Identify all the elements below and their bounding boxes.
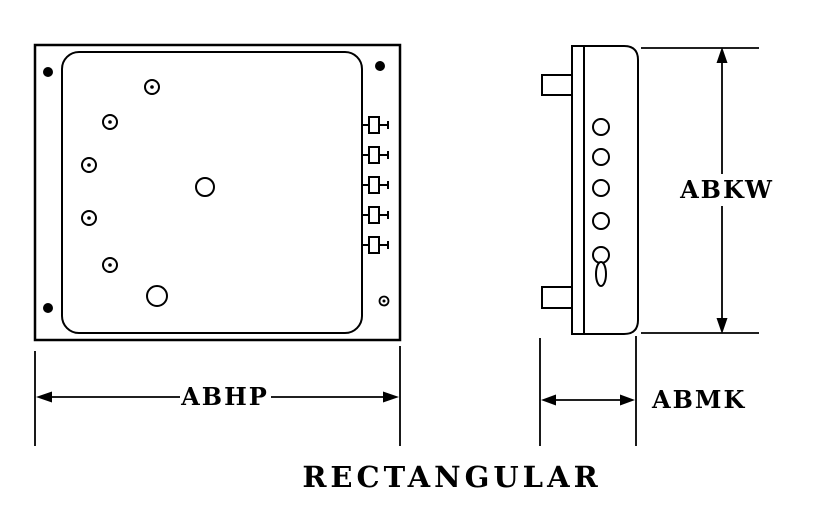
terminal-pins xyxy=(362,116,389,254)
mount-hole-bottom-left xyxy=(43,303,53,313)
front-panel xyxy=(61,51,363,334)
side-hole xyxy=(592,212,610,230)
figure-caption: RECTANGULAR xyxy=(302,460,601,494)
depth-dimension: ABMK xyxy=(539,336,746,446)
front-outer-frame xyxy=(33,43,402,342)
mounting-tab-bottom xyxy=(541,286,573,309)
height-dimension-label: ABKW xyxy=(679,175,774,204)
arrowhead-right xyxy=(383,391,399,403)
arrowhead-left xyxy=(541,394,556,406)
arrowhead-down xyxy=(716,318,728,334)
terminal-pin xyxy=(362,206,389,224)
screw-head xyxy=(102,257,118,273)
screw-head xyxy=(102,114,118,130)
center-hole xyxy=(195,177,215,197)
screw-head xyxy=(81,157,97,173)
mount-hole-top-right xyxy=(375,61,385,71)
side-hole xyxy=(592,118,610,136)
width-dimension-label: ABHP xyxy=(180,382,269,411)
terminal-pin xyxy=(362,176,389,194)
arrowhead-left xyxy=(36,391,52,403)
side-hole xyxy=(592,179,610,197)
side-view xyxy=(541,45,639,335)
arrowhead-right xyxy=(620,394,635,406)
front-view xyxy=(33,43,402,342)
terminal-pin xyxy=(362,146,389,164)
mounting-tab-top xyxy=(541,74,573,96)
depth-dimension-label: ABMK xyxy=(651,385,746,414)
screw-head xyxy=(81,210,97,226)
side-hole xyxy=(592,148,610,166)
bottom-hole xyxy=(146,285,168,307)
terminal-pin xyxy=(362,236,389,254)
width-dimension: ABHP xyxy=(34,346,401,446)
terminal-pin xyxy=(362,116,389,134)
arrowhead-up xyxy=(716,47,728,63)
mount-hole-bottom-right xyxy=(378,295,390,307)
mount-hole-top-left xyxy=(43,67,53,77)
screw-head xyxy=(144,79,160,95)
keyhole-slot xyxy=(592,246,610,287)
side-body xyxy=(571,45,639,335)
height-dimension: ABKW xyxy=(641,47,774,334)
